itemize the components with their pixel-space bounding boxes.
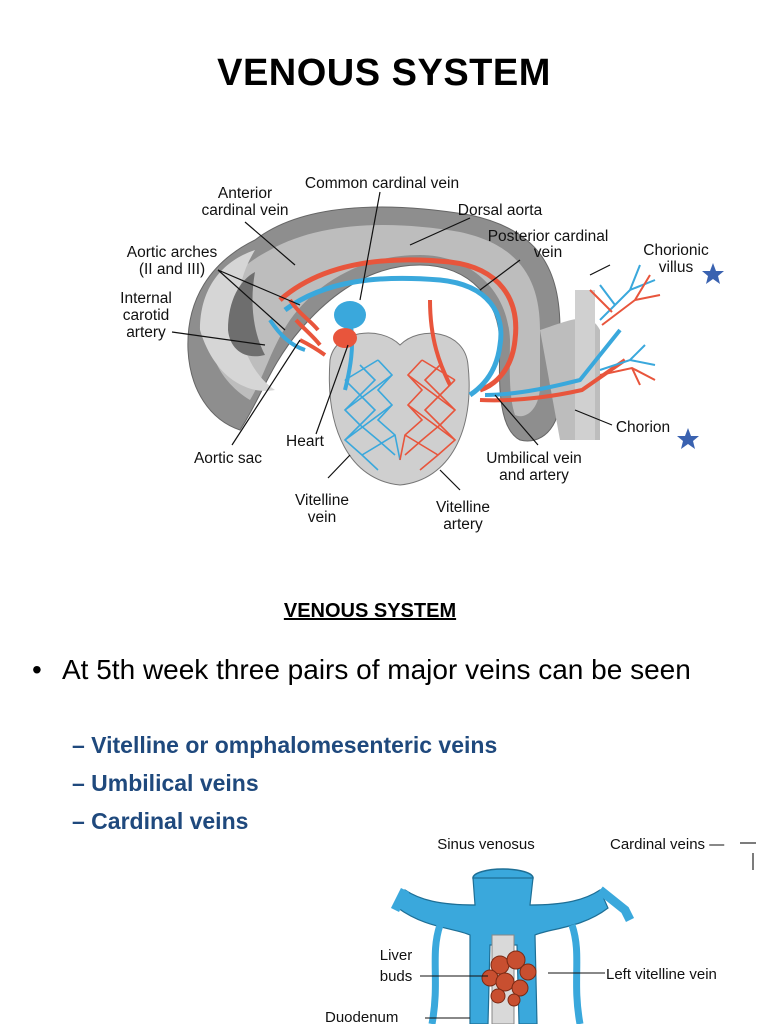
chorionic-villi [589, 264, 661, 386]
label-internal-carotid-3: artery [126, 324, 166, 341]
star-icon [702, 263, 724, 284]
bullet-text: At 5th week three pairs of major veins c… [62, 654, 691, 685]
label-aortic-sac: Aortic sac [194, 450, 262, 467]
label-anterior-cardinal-2: cardinal vein [201, 202, 288, 219]
label-chorionic-2: villus [659, 259, 694, 276]
slide-title: VENOUS SYSTEM [217, 52, 551, 94]
umbilical-vessels-artery [479, 358, 627, 403]
label-cardinal-veins: Cardinal veins — [610, 836, 724, 853]
vitelline-vein-network [343, 359, 401, 471]
star-icon [677, 428, 699, 449]
label-umbilical-1: Umbilical vein [486, 450, 582, 467]
label-vitelline-artery-2: artery [443, 516, 483, 533]
subitem-cardinal: – Cardinal veins [72, 808, 249, 834]
bullet-dot: • [32, 654, 42, 685]
slide-1: VENOUS SYSTEM [120, 52, 724, 533]
label-left-vitelline-vein: Left vitelline vein [606, 966, 717, 983]
label-liver-buds-1: Liver [380, 947, 413, 964]
label-umbilical-2: and artery [499, 467, 569, 484]
label-duodenum: Duodenum [325, 1009, 398, 1024]
cardinal-vein-vessel [283, 275, 504, 398]
subitem-vitelline: – Vitelline or omphalomesenteric veins [72, 732, 498, 758]
label-vitelline-artery-1: Vitelline [436, 499, 490, 516]
label-internal-carotid-1: Internal [120, 290, 172, 307]
heart-shape [334, 301, 366, 329]
label-internal-carotid-2: carotid [123, 307, 170, 324]
slide-title: VENOUS SYSTEM [283, 600, 457, 622]
label-liver-buds-2: buds [380, 968, 413, 985]
label-leaders [171, 191, 613, 491]
label-sinus-venosus: Sinus venosus [437, 836, 535, 853]
liver-buds-shape [481, 950, 537, 1007]
embryo-inner [210, 225, 540, 417]
label-aortic-arches-2: (II and III) [139, 261, 205, 278]
embryo-circulation-diagram: Common cardinal vein Anterior cardinal v… [120, 175, 724, 533]
sinus-venosus-diagram: Sinus venosus Cardinal veins — Liver bud… [325, 836, 756, 1024]
aortic-arches-vessels [288, 298, 327, 357]
umbilical-vessels-vein [484, 328, 622, 397]
label-heart: Heart [286, 433, 325, 450]
vitelline-artery-network [399, 359, 457, 471]
label-vitelline-vein-1: Vitelline [295, 492, 349, 509]
label-posterior-cardinal-1: Posterior cardinal [488, 228, 609, 245]
dorsal-aorta-vessel [278, 257, 519, 393]
slide-2: VENOUS SYSTEM • At 5th week three pairs … [0, 560, 768, 1024]
label-posterior-cardinal-2: vein [534, 244, 562, 261]
label-dorsal-aorta: Dorsal aorta [458, 202, 543, 219]
label-chorion: Chorion [616, 419, 670, 436]
subitem-umbilical: – Umbilical veins [72, 770, 259, 796]
label-anterior-cardinal-1: Anterior [218, 185, 272, 202]
label-chorionic-1: Chorionic [643, 242, 709, 259]
vitelline-artery-vessel [428, 299, 452, 386]
label-common-cardinal-vein: Common cardinal vein [305, 175, 459, 192]
bullet-item: • At 5th week three pairs of major veins… [32, 652, 732, 688]
label-aortic-arches-1: Aortic arches [127, 244, 218, 261]
label-vitelline-vein-2: vein [308, 509, 336, 526]
